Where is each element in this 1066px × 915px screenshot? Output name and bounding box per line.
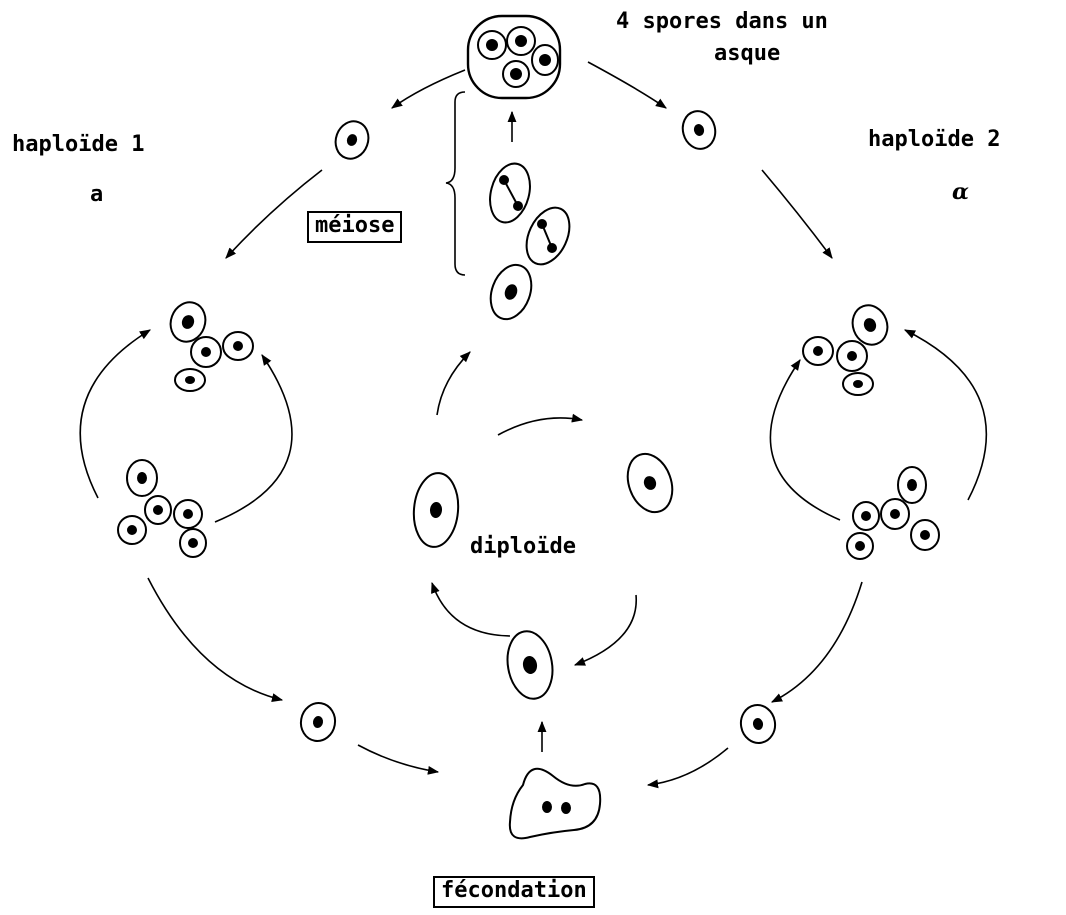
haploid1-cluster-cell bbox=[180, 529, 206, 557]
dividing-nucleus-1-1 bbox=[499, 175, 509, 185]
haploid1-cluster-cell bbox=[191, 337, 221, 367]
ascus-spore-nucleus bbox=[515, 35, 527, 47]
haploid1-mating-cell bbox=[298, 700, 338, 743]
haploid1-cluster-cell bbox=[175, 369, 205, 391]
ascus-spore-nucleus bbox=[510, 68, 522, 80]
haploid2-cluster-cell bbox=[881, 499, 909, 529]
haploid2-cluster-cell bbox=[853, 502, 879, 530]
diploid-cell bbox=[411, 471, 461, 549]
arrow-diploid-loop-left bbox=[432, 583, 510, 636]
arrow-haploid2-loop-left bbox=[770, 360, 840, 520]
haploid2-cluster-cell bbox=[898, 467, 926, 503]
haploid1-cluster-cell-nucleus bbox=[127, 525, 137, 535]
arrow-ascus-to-spore-right bbox=[588, 62, 666, 108]
cells bbox=[118, 27, 939, 746]
diploid-label: diploïde bbox=[470, 535, 576, 559]
haploid2-cluster-cell-nucleus bbox=[907, 479, 917, 491]
meiosis-brace bbox=[446, 92, 465, 275]
haploid1-title: haploïde 1 bbox=[12, 133, 144, 157]
haploid2-cluster-cell bbox=[837, 341, 867, 371]
ascus-spore-nucleus bbox=[486, 39, 498, 51]
haploid2-title: haploïde 2 bbox=[868, 128, 1000, 152]
haploid1-cluster-cell-nucleus bbox=[201, 347, 211, 357]
diploid-cell bbox=[502, 628, 557, 703]
fertilization-label: fécondation bbox=[433, 876, 595, 908]
haploid1-cluster-cell-nucleus bbox=[233, 341, 243, 351]
spores-label-line1: 4 spores dans un bbox=[616, 10, 828, 34]
haploid2-cluster-cell-nucleus bbox=[853, 380, 863, 388]
arrow-ascus-to-spore-left bbox=[392, 70, 465, 108]
haploid1-mating-type: a bbox=[90, 183, 103, 207]
arrow-diploid-to-meiosis bbox=[437, 352, 470, 415]
ascus-spore bbox=[478, 31, 506, 59]
dividing-nucleus-2-1 bbox=[537, 219, 547, 229]
dividing-nucleus-1-2 bbox=[513, 201, 523, 211]
haploid1-cluster-cell bbox=[223, 332, 253, 360]
haploid2-cluster-cell bbox=[847, 533, 873, 559]
spore-haploid1 bbox=[330, 117, 373, 164]
arrow-diploid-loop-top bbox=[498, 418, 582, 435]
spores-label-line2: asque bbox=[714, 42, 780, 66]
haploid1-cluster-cell bbox=[145, 496, 171, 524]
haploid2-cluster-cell bbox=[911, 520, 939, 550]
haploid1-cluster-cell-nucleus bbox=[137, 472, 147, 484]
zygote-nucleus-2 bbox=[561, 802, 571, 814]
haploid2-cluster-cell bbox=[843, 373, 873, 395]
arrow-haploid1-to-cell bbox=[148, 578, 282, 700]
meiosis-label: méiose bbox=[307, 211, 402, 243]
ascus-spore bbox=[503, 61, 529, 87]
diploid-cell bbox=[620, 448, 680, 519]
zygote-nucleus-1 bbox=[542, 801, 552, 813]
haploid2-cluster-cell-nucleus bbox=[890, 509, 900, 519]
ascus-spore bbox=[507, 27, 535, 55]
arrow-haploid1-loop-right bbox=[215, 355, 292, 522]
dividing-nucleus-2-2 bbox=[547, 243, 557, 253]
haploid1-cluster-cell-nucleus bbox=[185, 376, 195, 384]
haploid1-cluster-cell bbox=[127, 460, 157, 496]
arrow-cell2-to-zygote bbox=[648, 748, 728, 785]
haploid2-cluster-cell-nucleus bbox=[813, 346, 823, 356]
haploid2-mating-type: α bbox=[952, 180, 969, 204]
haploid2-cluster-cell-nucleus bbox=[847, 351, 857, 361]
haploid1-cluster-cell bbox=[118, 516, 146, 544]
arrow-haploid2-to-cell bbox=[772, 582, 862, 702]
haploid1-cluster-cell bbox=[174, 500, 202, 528]
arrow-cell1-to-zygote bbox=[358, 745, 438, 772]
ascus-spore bbox=[532, 45, 558, 75]
haploid2-cluster-cell-nucleus bbox=[855, 541, 865, 551]
arrow-spore-to-haploid2 bbox=[762, 170, 832, 258]
zygote-shape bbox=[510, 769, 600, 839]
haploid2-cluster-cell-nucleus bbox=[861, 511, 871, 521]
haploid1-cluster-cell-nucleus bbox=[183, 509, 193, 519]
arrow-diploid-loop-down bbox=[575, 595, 636, 665]
haploid1-cluster-cell-nucleus bbox=[188, 538, 198, 548]
haploid2-mating-cell bbox=[738, 702, 778, 745]
spore-haploid2 bbox=[679, 108, 720, 153]
haploid2-cluster-cell bbox=[803, 337, 833, 365]
haploid1-cluster-cell-nucleus bbox=[153, 505, 163, 515]
haploid2-cluster-cell-nucleus bbox=[920, 530, 930, 540]
ascus-spore-nucleus bbox=[539, 54, 551, 66]
meiosis-cell bbox=[484, 259, 539, 325]
